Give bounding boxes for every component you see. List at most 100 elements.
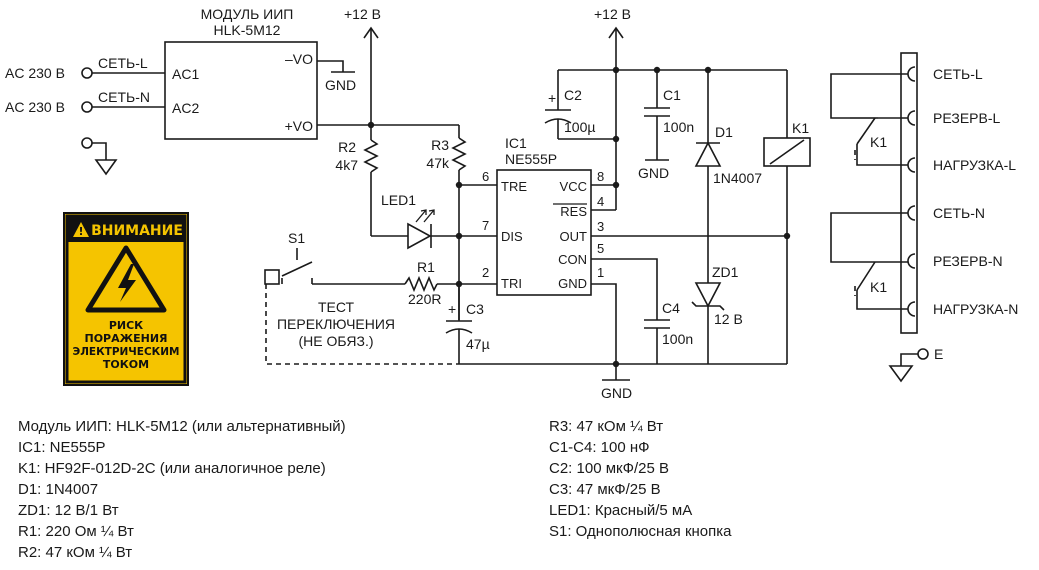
bom-right-item: C3: 47 мкФ/25 В — [549, 481, 661, 498]
capacitor-c1: C1 100n GND — [638, 70, 694, 181]
ic-pin-num-1: 1 — [597, 265, 604, 280]
zd1-value: 12 В — [714, 311, 743, 327]
power-module-title: МОДУЛЬ ИИП — [201, 6, 294, 22]
warning-line-4: ТОКОМ — [103, 358, 149, 371]
resistor-r1: R1 220R — [404, 259, 497, 307]
capacitor-c2: + C2 100µ — [544, 70, 620, 143]
r2-name: R2 — [338, 139, 356, 155]
bom-left-item: ZD1: 12 В/1 Вт — [18, 502, 119, 519]
warning-sign: ! ВНИМАНИЕ РИСК ПОРАЖЕНИЯ ЭЛЕКТРИЧЕСКИМ … — [63, 212, 189, 386]
gnd-label-c1: GND — [638, 165, 669, 181]
ic1-part: NE555P — [505, 151, 557, 167]
r1-value: 220R — [408, 291, 441, 307]
led1-name: LED1 — [381, 192, 416, 208]
mains-wire-1-label: СЕТЬ-L — [98, 55, 148, 71]
bom-left-item: R2: 47 кОм ¼ Вт — [18, 544, 132, 561]
mains-wire-2-label: СЕТЬ-N — [98, 89, 150, 105]
warning-line-3: ЭЛЕКТРИЧЕСКИМ — [72, 346, 179, 358]
ic-pin-num-2: 2 — [482, 265, 489, 280]
bom-left-item: R1: 220 Ом ¼ Вт — [18, 523, 134, 540]
terminal-label-reserve-l: РЕЗЕРВ-L — [933, 110, 1001, 126]
led-led1: LED1 — [371, 192, 497, 250]
ic-pin-out: OUT — [560, 229, 588, 244]
bom-left-item: Модуль ИИП: HLK-5M12 (или альтернативный… — [18, 418, 346, 435]
ic-pin-num-7: 7 — [482, 218, 489, 233]
gnd-label-main: GND — [601, 385, 632, 401]
c3-value: 47µ — [466, 336, 490, 352]
pin-ac2: AC2 — [172, 100, 199, 116]
bom-right-item: R3: 47 кОм ¼ Вт — [549, 418, 663, 435]
test-note-line2: ПЕРЕКЛЮЧЕНИЯ — [277, 316, 395, 332]
c3-name: C3 — [466, 301, 484, 317]
ic-pin-vcc: VCC — [560, 179, 587, 194]
d1-value: 1N4007 — [713, 170, 762, 186]
bom-right-item: C1-C4: 100 нФ — [549, 439, 650, 456]
d1-name: D1 — [715, 124, 733, 140]
warning-line-2: ПОРАЖЕНИЯ — [85, 332, 168, 345]
k1-lower-label: K1 — [870, 279, 887, 295]
c3-plus: + — [448, 301, 456, 317]
earth-terminal-right: E — [888, 346, 943, 383]
terminal-label-reserve-n: РЕЗЕРВ-N — [933, 253, 1003, 269]
lightning-bolt-icon — [118, 264, 136, 302]
ic-pin-num-5: 5 — [597, 241, 604, 256]
c2-value: 100µ — [564, 119, 595, 135]
ic1-ne555: IC1 NE555P TRE DIS TRI VCC RES OUT CON G… — [482, 135, 604, 296]
c4-name: C4 — [662, 300, 680, 316]
gnd-label-module: GND — [325, 77, 356, 93]
relay-k1-coil: K1 — [763, 70, 811, 364]
power-module: МОДУЛЬ ИИП HLK-5M12 AC1 AC2 –VO +VO — [164, 6, 318, 140]
warning-line-1: РИСК — [109, 319, 143, 332]
relay-contact-upper: K1 — [830, 73, 908, 166]
ic-pin-con: CON — [558, 252, 587, 267]
bom-left: Модуль ИИП: HLK-5M12 (или альтернативный… — [18, 418, 346, 561]
ic-pin-num-3: 3 — [597, 219, 604, 234]
mains-terminal-1 — [81, 67, 93, 79]
r1-name: R1 — [417, 259, 435, 275]
r3-name: R3 — [431, 137, 449, 153]
bom-left-item: K1: HF92F-012D-2C (или аналогичное реле) — [18, 460, 326, 477]
ic-pin-res: RES — [560, 204, 587, 219]
bom-right-item: LED1: Красный/5 мА — [549, 502, 692, 519]
capacitor-c3: + C3 47µ — [445, 284, 490, 364]
k1-upper-label: K1 — [870, 134, 887, 150]
mains-input-1-label: AC 230 В — [5, 65, 65, 81]
bom-left-item: IC1: NE555P — [18, 439, 106, 456]
bom-right-item: S1: Однополюсная кнопка — [549, 523, 732, 540]
zd1-name: ZD1 — [712, 264, 739, 280]
k1-name: K1 — [792, 120, 809, 136]
terminal-label-mains-n: СЕТЬ-N — [933, 205, 985, 221]
ic-pin-tri: TRI — [501, 276, 522, 291]
terminal-label-load-l: НАГРУЗКА-L — [933, 157, 1016, 173]
bom-right: R3: 47 кОм ¼ Вт C1-C4: 100 нФ C2: 100 мк… — [549, 418, 732, 540]
mains-terminal-2 — [81, 101, 93, 113]
mains-inputs: AC 230 В AC 230 В СЕТЬ-L СЕТЬ-N — [5, 55, 165, 176]
terminal-label-mains-l: СЕТЬ-L — [933, 66, 983, 82]
ic-pin-num-8: 8 — [597, 169, 604, 184]
zener-zd1: ZD1 12 В — [691, 262, 787, 365]
svg-text:!: ! — [78, 225, 83, 238]
pin-pos-vo: +VO — [285, 118, 314, 134]
terminal-block — [900, 52, 918, 334]
c2-plus: + — [548, 90, 556, 106]
earth-terminal-left — [81, 137, 93, 149]
ic-pin-num-4: 4 — [597, 194, 604, 209]
pin-ac1: AC1 — [172, 66, 199, 82]
power-module-part: HLK-5M12 — [214, 22, 281, 38]
c2-name: C2 — [564, 87, 582, 103]
warning-small-triangle-icon — [73, 222, 89, 237]
r3-value: 47k — [426, 155, 450, 171]
terminal-label-load-n: НАГРУЗКА-N — [933, 301, 1018, 317]
mains-input-2-label: AC 230 В — [5, 99, 65, 115]
test-note-line3: (НЕ ОБЯЗ.) — [298, 333, 373, 349]
warning-title: ВНИМАНИЕ — [91, 223, 183, 239]
terminal-hooks — [907, 66, 916, 317]
s1-name: S1 — [288, 230, 305, 246]
c1-name: C1 — [663, 87, 681, 103]
ic-pin-tre: TRE — [501, 179, 527, 194]
resistor-r2: R2 4k7 — [335, 125, 379, 236]
pin-neg-vo: –VO — [285, 51, 313, 67]
bom-left-item: D1: 1N4007 — [18, 481, 98, 498]
ground-symbol-left — [94, 159, 118, 176]
